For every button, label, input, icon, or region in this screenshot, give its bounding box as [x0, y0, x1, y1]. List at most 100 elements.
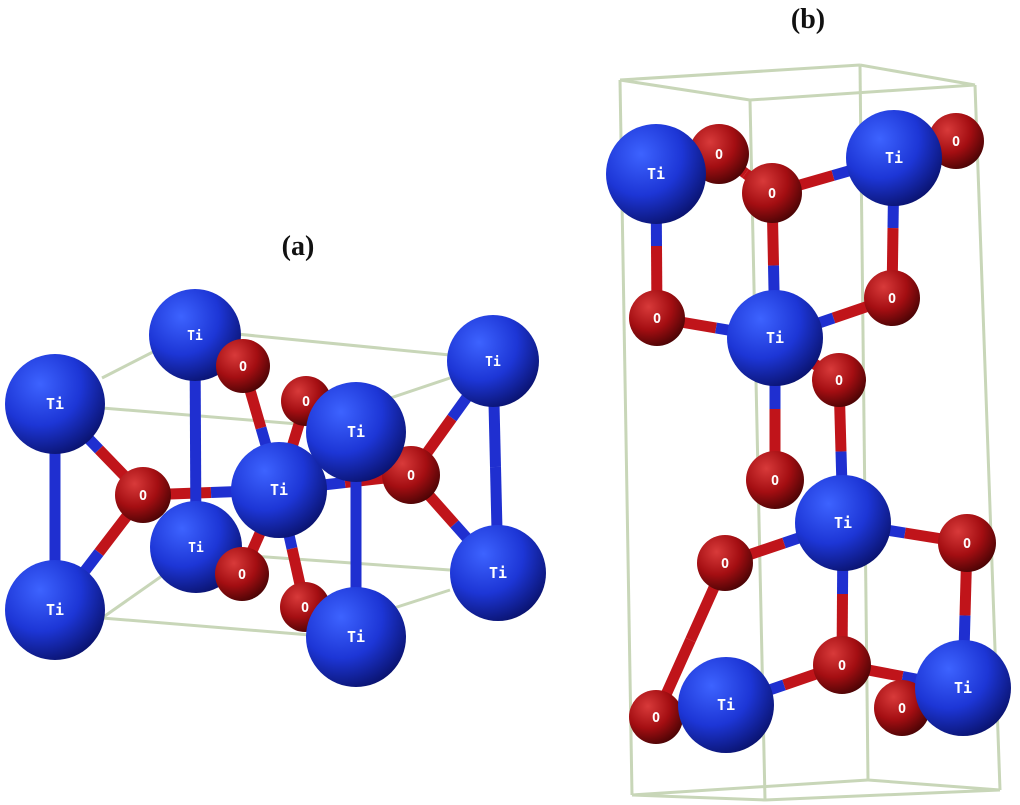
- cell-edge-a: [101, 616, 311, 637]
- titanium-sphere: [306, 382, 406, 482]
- panel-b-label: (b): [791, 4, 825, 35]
- titanium-sphere: [915, 640, 1011, 736]
- oxygen-label: O: [652, 711, 660, 726]
- titanium-sphere: [447, 315, 539, 407]
- titanium-label: Ti: [885, 149, 903, 167]
- titanium-sphere: [727, 290, 823, 386]
- unit-cell-b: [618, 63, 1002, 802]
- oxygen-label: O: [715, 148, 723, 163]
- oxygen-atom-a: O: [215, 547, 269, 601]
- cell-edge-b: [619, 78, 751, 102]
- oxygen-sphere: [812, 353, 866, 407]
- oxygen-atom-b: O: [629, 690, 683, 744]
- oxygen-sphere: [928, 113, 984, 169]
- panel-a-label: (a): [282, 231, 315, 262]
- titanium-sphere: [606, 124, 706, 224]
- titanium-label: Ti: [489, 564, 507, 582]
- titanium-atom-b: Ti: [678, 657, 774, 753]
- titanium-label: Ti: [834, 514, 852, 532]
- cell-edge-b: [619, 63, 861, 82]
- bonds-layer: [49, 135, 973, 723]
- oxygen-atom-b: O: [864, 270, 920, 326]
- oxygen-atom-b: O: [813, 636, 871, 694]
- oxygen-label: O: [898, 702, 906, 717]
- titanium-sphere: [5, 354, 105, 454]
- oxygen-sphere: [629, 690, 683, 744]
- oxygen-sphere: [629, 290, 685, 346]
- oxygen-label: O: [301, 601, 309, 616]
- cell-edge-b: [631, 778, 869, 797]
- oxygen-label: O: [888, 292, 896, 307]
- oxygen-sphere: [216, 339, 270, 393]
- titanium-atom-a: Ti: [5, 560, 105, 660]
- oxygen-label: O: [835, 374, 843, 389]
- oxygen-atom-b: O: [938, 514, 996, 572]
- titanium-atom-a: Ti: [450, 525, 546, 621]
- cell-edge-b: [749, 83, 976, 102]
- titanium-atom-a: Ti: [306, 587, 406, 687]
- cell-edge-b: [764, 788, 1001, 802]
- oxygen-sphere: [813, 636, 871, 694]
- oxygen-sphere: [215, 547, 269, 601]
- titanium-label: Ti: [347, 423, 365, 441]
- oxygen-label: O: [963, 537, 971, 552]
- oxygen-atom-b: O: [742, 163, 802, 223]
- oxygen-label: O: [952, 135, 960, 150]
- oxygen-sphere: [938, 514, 996, 572]
- oxygen-sphere: [697, 535, 753, 591]
- oxygen-sphere: [115, 467, 171, 523]
- titanium-atom-b: Ti: [727, 290, 823, 386]
- titanium-label: Ti: [270, 481, 288, 499]
- oxygen-atom-b: O: [812, 353, 866, 407]
- titanium-label: Ti: [46, 395, 64, 413]
- oxygen-label: O: [238, 568, 246, 583]
- oxygen-atom-b: O: [629, 290, 685, 346]
- titanium-atom-b: Ti: [846, 110, 942, 206]
- oxygen-atom-a: O: [115, 467, 171, 523]
- cell-edge-b: [631, 793, 766, 802]
- titanium-label: Ti: [485, 355, 501, 370]
- titanium-sphere: [795, 475, 891, 571]
- oxygen-label: O: [721, 557, 729, 572]
- titanium-sphere: [678, 657, 774, 753]
- oxygen-atom-a: O: [216, 339, 270, 393]
- titanium-label: Ti: [954, 679, 972, 697]
- titanium-atom-b: Ti: [606, 124, 706, 224]
- titanium-label: Ti: [766, 329, 784, 347]
- oxygen-label: O: [407, 469, 415, 484]
- titanium-atom-a: Ti: [231, 442, 327, 538]
- oxygen-atom-b: O: [928, 113, 984, 169]
- oxygen-label: O: [653, 312, 661, 327]
- oxygen-sphere: [864, 270, 920, 326]
- oxygen-sphere: [746, 451, 804, 509]
- titanium-atom-a: Ti: [5, 354, 105, 454]
- titanium-atom-a: Ti: [306, 382, 406, 482]
- titanium-sphere: [5, 560, 105, 660]
- oxygen-label: O: [771, 474, 779, 489]
- cell-edge-a: [101, 406, 311, 427]
- oxygen-sphere: [742, 163, 802, 223]
- oxygen-atom-b: O: [697, 535, 753, 591]
- titanium-label: Ti: [347, 628, 365, 646]
- titanium-label: Ti: [647, 165, 665, 183]
- titanium-sphere: [450, 525, 546, 621]
- titanium-atom-b: Ti: [795, 475, 891, 571]
- titanium-label: Ti: [188, 541, 204, 556]
- oxygen-atom-b: O: [746, 451, 804, 509]
- cell-edge-b: [867, 778, 1001, 792]
- titanium-atom-a: Ti: [447, 315, 539, 407]
- atoms-layer: TiTiTiTiOOOOOOTiTiTiTiTiOOOTiTiOOTiOOTiO…: [5, 110, 1011, 753]
- titanium-label: Ti: [717, 696, 735, 714]
- titanium-sphere: [846, 110, 942, 206]
- oxygen-label: O: [302, 395, 310, 410]
- oxygen-label: O: [139, 489, 147, 504]
- titanium-sphere: [306, 587, 406, 687]
- oxygen-label: O: [239, 360, 247, 375]
- cell-edge-b: [859, 63, 976, 87]
- titanium-label: Ti: [46, 601, 64, 619]
- titanium-atom-b: Ti: [915, 640, 1011, 736]
- titanium-sphere: [231, 442, 327, 538]
- oxygen-label: O: [838, 659, 846, 674]
